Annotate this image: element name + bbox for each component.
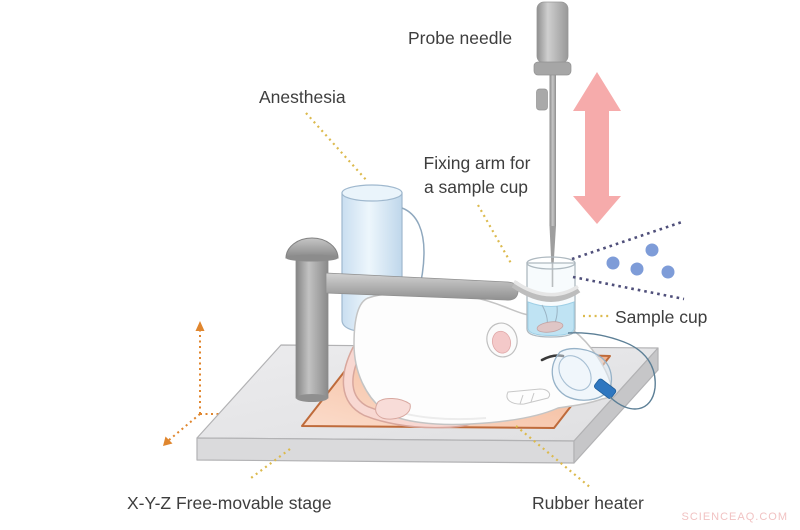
particle-dot (645, 243, 659, 257)
spray-cone-upper-line (571, 220, 683, 261)
mouse-hind-foot (375, 398, 411, 420)
fixing-arm-clamp-highlight (513, 280, 579, 297)
axis-arrowhead-downleft (163, 436, 173, 446)
post-base (296, 394, 328, 402)
particle-dot (630, 262, 644, 276)
leader-line-stage (250, 448, 291, 479)
probe-taper (549, 226, 556, 263)
probe-clip-tab (536, 88, 548, 111)
label-stage: X-Y-Z Free-movable stage (127, 493, 332, 513)
up-down-motion-arrow-icon (573, 72, 621, 224)
label-sample-cup: Sample cup (615, 307, 707, 327)
mouse-front-paw (506, 388, 551, 405)
fixing-arm (325, 272, 519, 301)
fixing-arm-clamp (511, 280, 581, 302)
sample-cup-rim (526, 256, 576, 270)
probe-collar (533, 61, 572, 76)
leader-line-fixing-arm (477, 204, 513, 266)
mouse-paw-toes (519, 392, 535, 405)
stage-right-face (573, 347, 659, 464)
particle-dot (661, 265, 675, 279)
sample-cup-illustration (511, 256, 581, 338)
label-rubber-heater: Rubber heater (532, 493, 644, 513)
nose-cone-connector (594, 378, 617, 399)
axis-y-line (168, 413, 201, 441)
post-cap-brim (286, 254, 338, 262)
label-probe-needle: Probe needle (408, 28, 512, 48)
watermark: SCIENCEAQ.COM (681, 511, 788, 523)
leader-lines (250, 112, 609, 489)
probe-shaft (549, 75, 556, 226)
particle-dot (606, 256, 620, 270)
spray-cone-lower-line (572, 275, 685, 301)
post-cap (285, 237, 339, 259)
particle-dots (606, 243, 675, 279)
mouse-paw-in-cup (536, 321, 564, 333)
probe-needle-illustration (533, 1, 572, 287)
mouse-ear (486, 322, 518, 358)
leader-line-anesthesia (305, 112, 369, 183)
probe-body (536, 1, 569, 64)
anesthesia-wire-loop (567, 332, 656, 410)
spray-cone (571, 220, 685, 301)
label-anesthesia: Anesthesia (259, 87, 346, 107)
axis-arrowhead-up (195, 321, 205, 331)
support-post (285, 237, 339, 402)
nose-cone-opening (558, 355, 592, 391)
stage-front-face (196, 437, 575, 464)
label-fixing-arm-line1: Fixing arm for (424, 153, 531, 173)
anesthesia-cylinder-top (341, 184, 403, 202)
label-fixing-arm-line2: a sample cup (424, 177, 528, 197)
nose-cone (551, 332, 656, 410)
